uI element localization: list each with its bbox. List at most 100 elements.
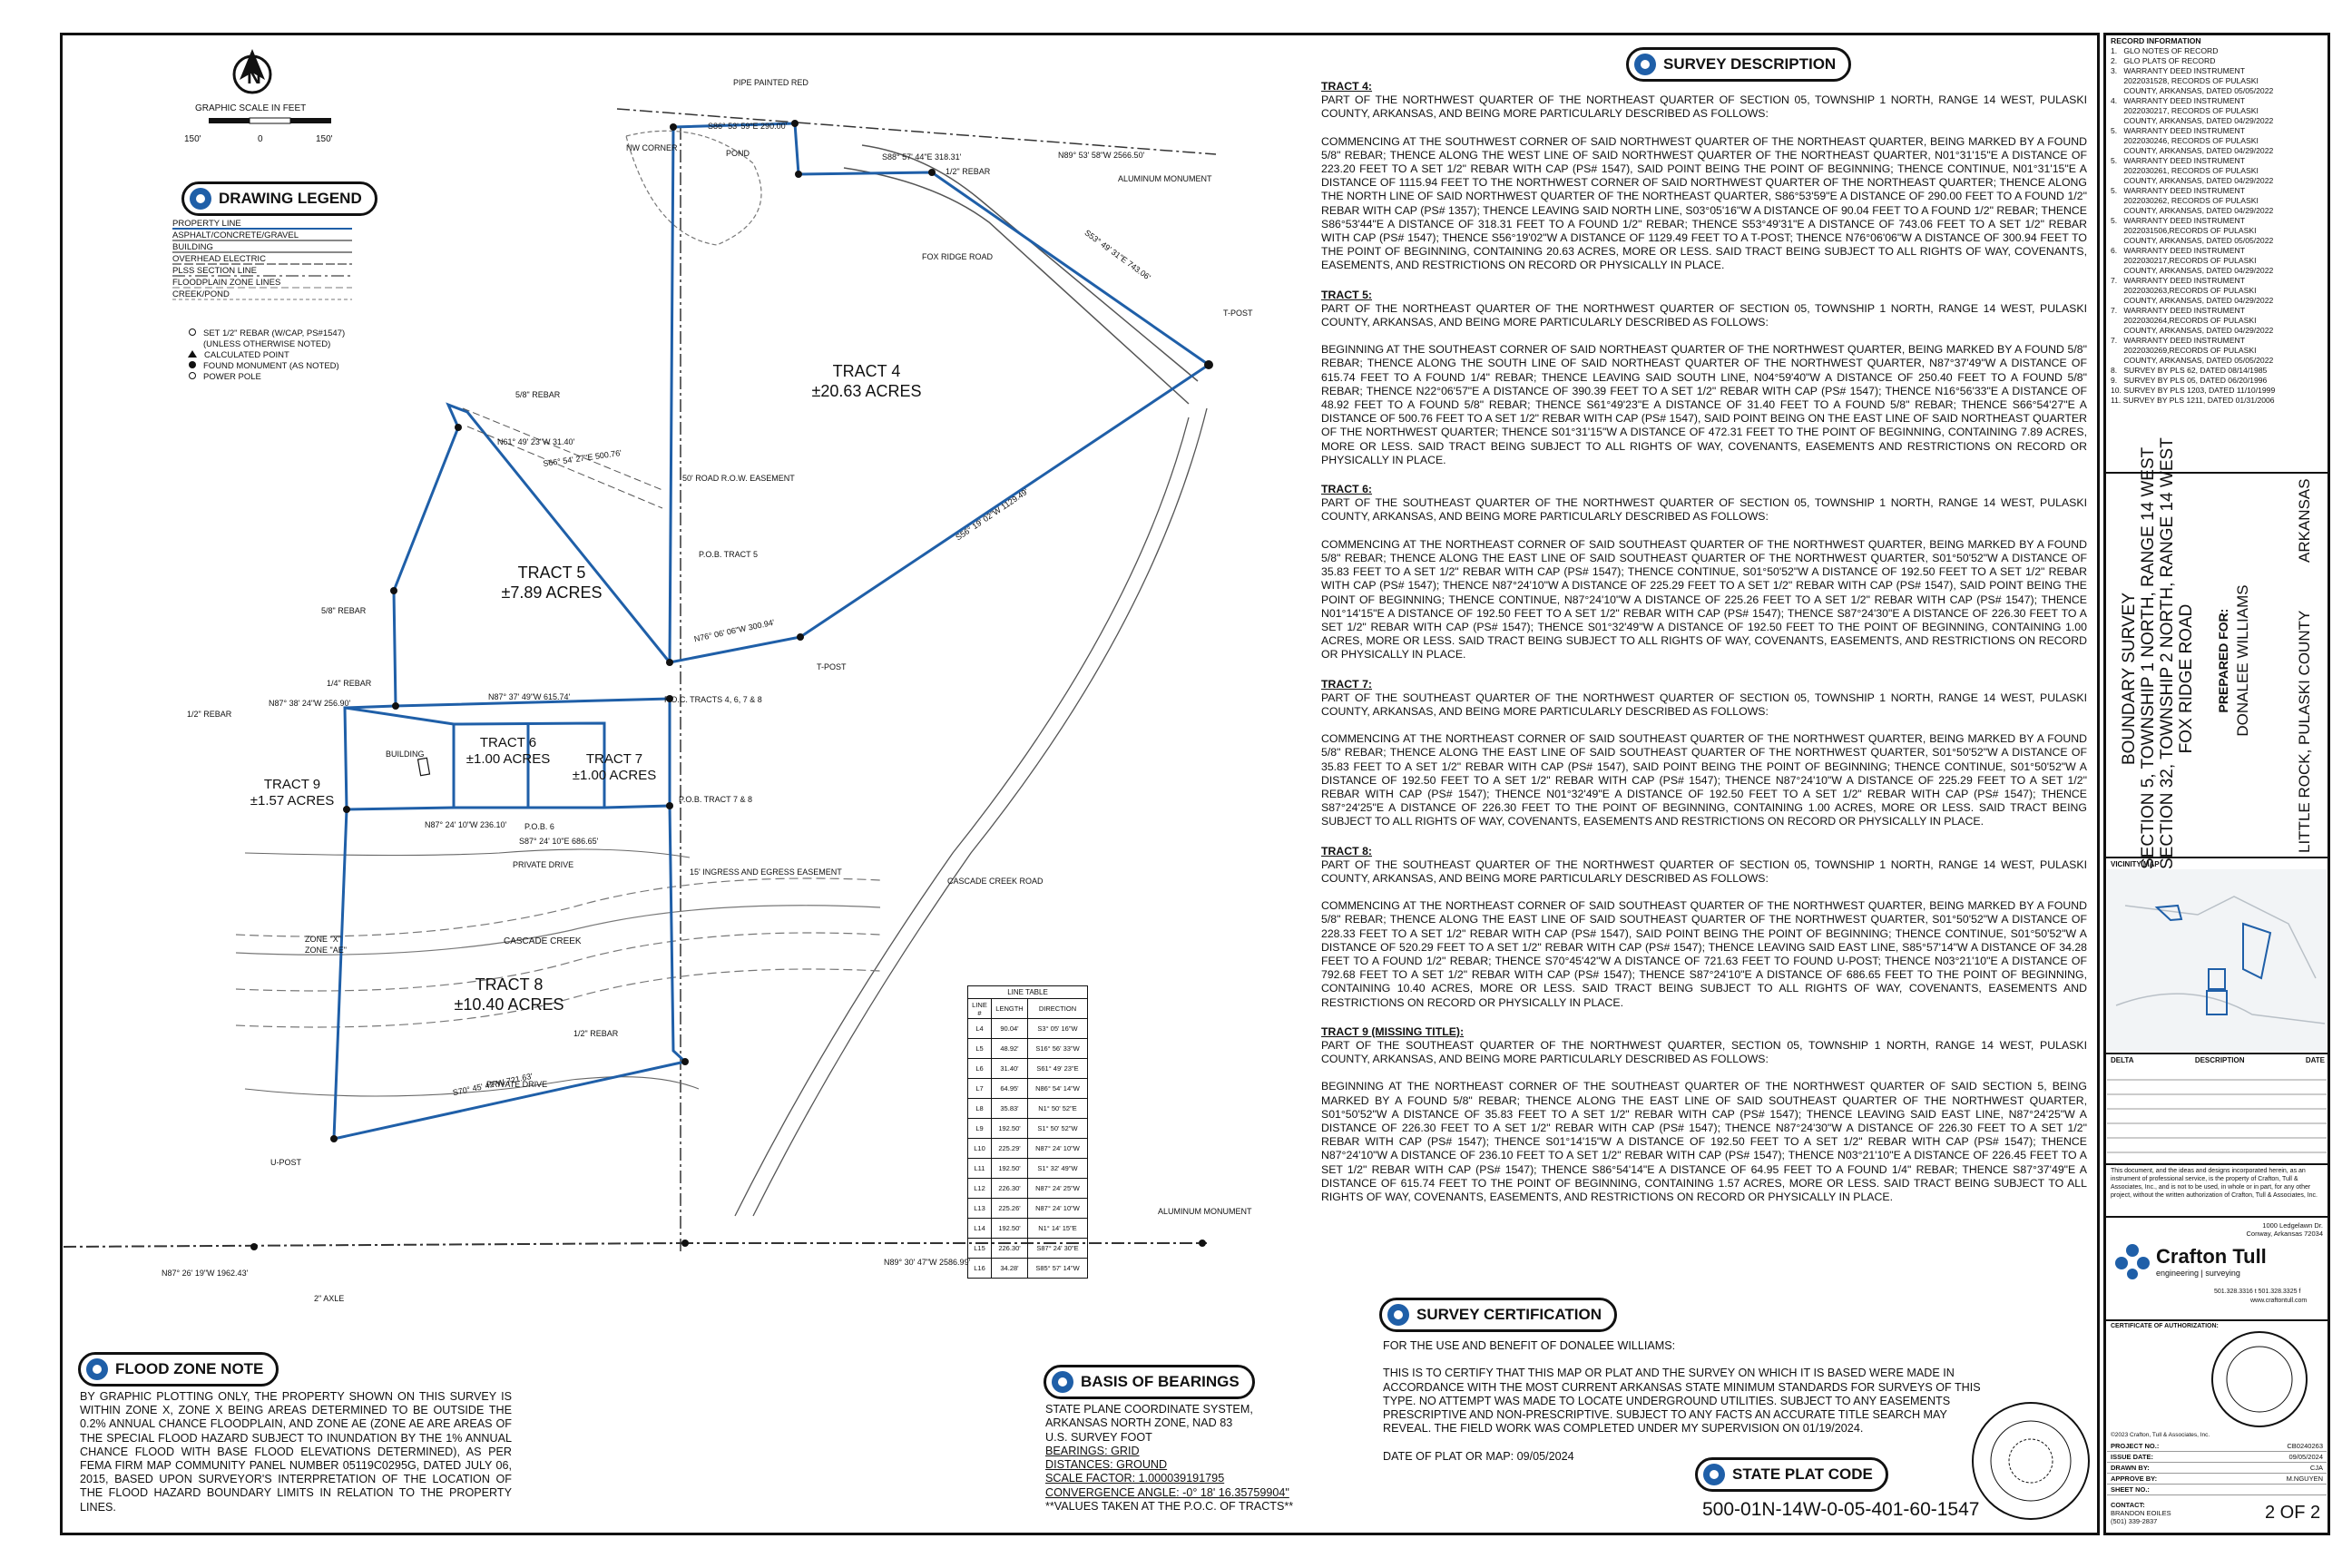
tract-heading: TRACT 7: — [1321, 677, 1373, 691]
list-item: 2. GLO PLATS OF RECORD — [2111, 56, 2216, 65]
line-table-cell: L7 — [967, 1078, 992, 1099]
list-item: 5. WARRANTY DEED INSTRUMENT — [2111, 186, 2246, 195]
calculated-point-icon — [188, 350, 197, 358]
title-field-row: DRAWN BY:CJA — [2107, 1463, 2327, 1474]
line-table-cell: S3° 05' 16"W — [1027, 1018, 1088, 1039]
list-item: 2022031528, RECORDS OF PULASKI — [2111, 76, 2259, 85]
list-item: 2022030264,RECORDS OF PULASKI — [2111, 316, 2257, 325]
label-pob5: P.O.B. TRACT 5 — [699, 550, 759, 559]
label-pob78: P.O.B. TRACT 7 & 8 — [679, 795, 753, 804]
label-nw-corner: NW CORNER — [626, 143, 678, 152]
bearing-6: N87° 37' 49"W 615.74' — [488, 692, 571, 701]
list-item: 9. SURVEY BY PLS 05, DATED 06/20/1996 — [2111, 376, 2268, 385]
company-logo: Crafton Tull engineering | surveying — [2114, 1243, 2267, 1279]
state-line: ARKANSAS — [2296, 478, 2313, 563]
prepared-for: PREPARED FOR: DONALEE WILLIAMS — [2216, 584, 2251, 737]
list-item: 2022030261, RECORDS OF PULASKI — [2111, 166, 2259, 175]
list-item: 6. WARRANTY DEED INSTRUMENT — [2111, 246, 2246, 255]
label-row: 50' ROAD R.O.W. EASEMENT — [682, 474, 795, 483]
line-table-header: DIRECTION — [1027, 998, 1088, 1019]
label-private-drive-2: PRIVATE DRIVE — [513, 860, 574, 869]
bearing-1: S86° 53' 59"E 290.00' — [708, 122, 788, 131]
power-pole-icon — [189, 372, 196, 379]
line-table-cell: L13 — [967, 1198, 992, 1219]
line-table-header: LINE # — [967, 998, 992, 1019]
location-line: LITTLE ROCK, PULASKI COUNTY — [2296, 610, 2313, 853]
record-info-title: RECORD INFORMATION — [2111, 36, 2201, 45]
crafton-logo-icon — [1634, 54, 1656, 75]
line-table-header: LENGTH — [991, 998, 1028, 1019]
label-alum-2: ALUMINUM MONUMENT — [1158, 1207, 1252, 1216]
title-divider-1 — [2103, 472, 2330, 474]
label-axle: 2" AXLE — [314, 1294, 345, 1303]
label-pob6: P.O.B. 6 — [524, 822, 554, 831]
tract-intro: PART OF THE SOUTHEAST QUARTER OF THE NOR… — [1321, 1038, 2087, 1066]
title-divider-2 — [2103, 857, 2330, 858]
tract-description: TRACT 8:PART OF THE SOUTHEAST QUARTER OF… — [1321, 845, 2087, 1010]
line-table-cell: 225.26' — [991, 1198, 1028, 1219]
line-table-cell: L16 — [967, 1258, 992, 1279]
list-item: 4. WARRANTY DEED INSTRUMENT — [2111, 96, 2246, 105]
list-item: 7. WARRANTY DEED INSTRUMENT — [2111, 306, 2246, 315]
legend: PROPERTY LINE ASPHALT/CONCRETE/GRAVEL BU… — [172, 219, 299, 299]
line-table-cell: N87° 24' 10"W — [1027, 1198, 1088, 1219]
bearing-7: N87° 24' 10"W 236.10' — [425, 820, 507, 829]
survey-map — [64, 49, 1217, 1252]
north-letter: N — [247, 65, 261, 88]
label-rebar12-a: 1/2" REBAR — [187, 710, 232, 719]
line-table-cell: L14 — [967, 1218, 992, 1239]
label-zone-ae: ZONE "AE" — [305, 946, 347, 955]
line-table-cell: S61° 49' 23"E — [1027, 1058, 1088, 1079]
scale-right: 150' — [316, 134, 333, 144]
title-field-label: SHEET NO.: — [2111, 1485, 2150, 1494]
legend-swatches — [172, 228, 352, 300]
title-divider-5 — [2103, 1216, 2330, 1218]
crafton-logo-icon — [86, 1358, 108, 1380]
line-table-cell: L11 — [967, 1158, 992, 1179]
scale-mid: 0 — [258, 134, 263, 144]
line-table-cell: 192.50' — [991, 1118, 1028, 1139]
tract-heading: TRACT 8: — [1321, 844, 1373, 858]
line-table-cell: S1° 50' 52"W — [1027, 1118, 1088, 1139]
line-table-cell: L6 — [967, 1058, 992, 1079]
survey-description: TRACT 4:PART OF THE NORTHWEST QUARTER OF… — [1321, 80, 2087, 1220]
line-table-title: LINE TABLE — [967, 985, 1088, 998]
title-field-value: M.NGUYEN — [2286, 1475, 2323, 1483]
label-rebar58-b: 5/8" REBAR — [515, 390, 561, 399]
list-item: 5. WARRANTY DEED INSTRUMENT — [2111, 126, 2246, 135]
bearing-10: N87° 26' 19"W 1962.43' — [162, 1269, 249, 1278]
list-item: COUNTY, ARKANSAS, DATED 04/29/2022 — [2111, 296, 2274, 305]
list-item: 7. WARRANTY DEED INSTRUMENT — [2111, 276, 2246, 285]
company-address: 1000 Ledgelawn Dr. Conway, Arkansas 7203… — [2246, 1221, 2324, 1238]
vicinity-map — [2107, 869, 2327, 1051]
list-item: COUNTY, ARKANSAS, DATED 04/29/2022 — [2111, 206, 2274, 215]
crafton-tull-logo-icon — [2115, 1244, 2150, 1279]
list-item: 2022031506,RECORDS OF PULASKI — [2111, 226, 2257, 235]
title-field-label: DRAWN BY: — [2111, 1464, 2150, 1472]
crafton-logo-icon — [1703, 1464, 1725, 1485]
label-cascade-creek: CASCADE CREEK — [504, 936, 582, 946]
tract-intro: PART OF THE SOUTHEAST QUARTER OF THE NOR… — [1321, 496, 2087, 524]
basis-badge: BASIS OF BEARINGS — [1044, 1365, 1255, 1399]
title-divider-3 — [2103, 1053, 2330, 1054]
company-name: Crafton Tull — [2156, 1245, 2267, 1268]
tract-6-label: TRACT 6±1.00 ACRES — [466, 735, 551, 767]
title-field-row: ISSUE DATE:09/05/2024 — [2107, 1452, 2327, 1463]
tract-heading: TRACT 6: — [1321, 483, 1373, 496]
line-table-cell: 192.50' — [991, 1158, 1028, 1179]
line-table-cell: S85° 57' 14"W — [1027, 1258, 1088, 1279]
bearing-2: N89° 53' 58"W 2566.50' — [1058, 151, 1145, 160]
tract-intro: PART OF THE NORTHWEST QUARTER OF THE NOR… — [1321, 93, 2087, 121]
label-upost: U-POST — [270, 1158, 302, 1167]
list-item: 3. WARRANTY DEED INSTRUMENT — [2111, 66, 2246, 75]
tract-description: TRACT 9 (MISSING TITLE):PART OF THE SOUT… — [1321, 1025, 2087, 1204]
list-item: 2022030262, RECORDS OF PULASKI — [2111, 196, 2259, 205]
tract-heading: TRACT 4: — [1321, 80, 1373, 93]
label-alum: ALUMINUM MONUMENT — [1118, 174, 1212, 183]
